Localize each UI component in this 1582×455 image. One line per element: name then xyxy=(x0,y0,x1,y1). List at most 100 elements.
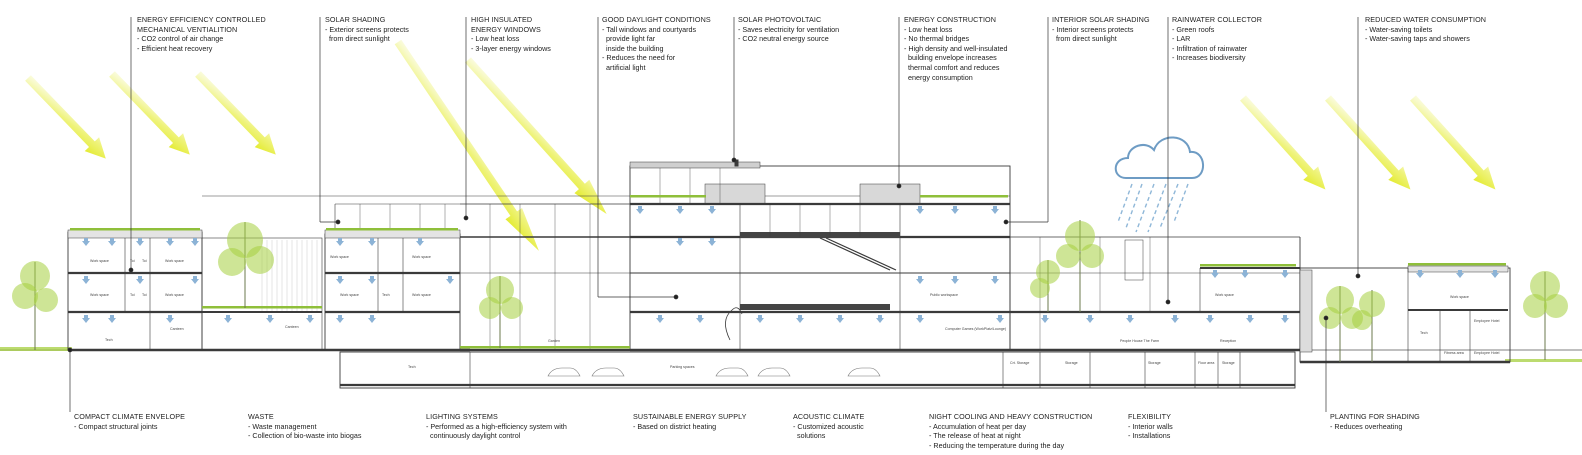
annotation-point: thermal comfort and reduces xyxy=(904,62,1000,72)
sun-ray-arrow xyxy=(1235,91,1333,197)
annotation-point: building envelope increases xyxy=(904,53,997,63)
annotation-title: ENERGY CONSTRUCTION xyxy=(904,15,997,24)
tree-icon xyxy=(1352,290,1385,362)
annotation-energy-windows: HIGH INSULATED ENERGY WINDOWS - Low heat… xyxy=(471,15,551,53)
annotation-point: from direct sunlight xyxy=(1052,34,1117,44)
room-label-public: Public workspace xyxy=(930,293,958,297)
annotation-point: - Interior screens protects xyxy=(1052,24,1134,34)
tree-icon xyxy=(12,261,58,350)
annotation-point: provide light far xyxy=(602,34,656,44)
annotation-title: NIGHT COOLING AND HEAVY CONSTRUCTION xyxy=(929,412,1093,421)
annotation-rainwater: RAINWATER COLLECTOR - Green roofs - LAR … xyxy=(1172,15,1262,63)
annotation-title: PLANTING FOR SHADING xyxy=(1330,412,1420,421)
room-label-storage: Storage xyxy=(1065,361,1078,365)
annotation-point: - Customized acoustic xyxy=(793,421,864,431)
annotation-planting: PLANTING FOR SHADING - Reduces overheati… xyxy=(1330,412,1420,431)
annotation-flexibility: FLEXIBILITY - Interior walls - Installat… xyxy=(1128,412,1173,441)
annotation-title: WASTE xyxy=(248,412,274,421)
sun-ray-arrow xyxy=(1405,91,1503,197)
annotation-point: from direct sunlight xyxy=(325,34,390,44)
annotation-point: - Compact structural joints xyxy=(74,421,158,431)
rain-cloud-icon xyxy=(1114,136,1204,233)
annotation-point: continuously daylight control xyxy=(426,431,521,441)
annotation-point: energy consumption xyxy=(904,72,973,82)
room-label-work: Work space xyxy=(1215,293,1234,297)
annotation-title: SOLAR SHADING xyxy=(325,15,386,24)
annotation-solar-shading: SOLAR SHADING - Exterior screens protect… xyxy=(325,15,409,44)
green-roofs xyxy=(70,195,1506,349)
room-label-parking: Parking spaces xyxy=(670,365,695,369)
annotation-point: - Accumulation of heat per day xyxy=(929,421,1027,431)
annotation-point: - Reduces overheating xyxy=(1330,421,1403,431)
tree-icon xyxy=(1030,260,1060,312)
annotation-energy-supply: SUSTAINABLE ENERGY SUPPLY - Based on dis… xyxy=(633,412,747,431)
annotation-point: - Infiltration of rainwater xyxy=(1172,43,1248,53)
tree-icon xyxy=(218,222,274,308)
room-label-work: Work space xyxy=(340,293,359,297)
room-label-toi: Toi xyxy=(130,259,135,263)
annotation-acoustic: ACOUSTIC CLIMATE - Customized acoustic s… xyxy=(793,412,864,441)
annotation-title: ENERGY WINDOWS xyxy=(471,24,541,34)
annotation-point: - Waste management xyxy=(248,421,317,431)
room-label-work: Work space xyxy=(412,293,431,297)
room-label-people: People House The Farm xyxy=(1120,339,1159,343)
annotation-lighting: LIGHTING SYSTEMS - Performed as a high-e… xyxy=(426,412,567,441)
room-label-ctstorage: Crt. Storage xyxy=(1010,361,1029,365)
annotation-title: GOOD DAYLIGHT CONDITIONS xyxy=(602,15,711,24)
parked-cars xyxy=(547,367,881,377)
annotation-point: - Based on district heating xyxy=(633,421,717,431)
room-label-canteen: Canteen xyxy=(285,325,299,329)
room-label-work: Work space xyxy=(165,293,184,297)
annotation-point: - Water-saving taps and showers xyxy=(1365,34,1470,44)
annotation-point: - Low heat loss xyxy=(904,24,953,34)
annotation-title: REDUCED WATER CONSUMPTION xyxy=(1365,15,1487,24)
annotation-point: - Tall windows and courtyards xyxy=(602,24,697,34)
annotation-title: SUSTAINABLE ENERGY SUPPLY xyxy=(633,412,747,421)
annotation-title: HIGH INSULATED xyxy=(471,15,533,24)
annotation-night-cooling: NIGHT COOLING AND HEAVY CONSTRUCTION - A… xyxy=(929,412,1092,450)
sun-ray-arrow xyxy=(460,53,615,221)
annotation-point: - Increases biodiversity xyxy=(1172,53,1246,63)
room-label-storage: Storage xyxy=(1148,361,1161,365)
annotation-point: - Installations xyxy=(1128,431,1171,441)
annotation-point: - Green roofs xyxy=(1172,24,1215,34)
room-label-work: Work space xyxy=(90,259,109,263)
annotation-waste: WASTE - Waste management - Collection of… xyxy=(248,412,361,441)
room-label-reception: Reception xyxy=(1220,339,1236,343)
annotation-title: FLEXIBILITY xyxy=(1128,412,1172,421)
room-label-toi: Toi xyxy=(130,293,135,297)
room-label-toi: Toi xyxy=(142,259,147,263)
tree-icon xyxy=(479,276,523,348)
annotation-point: - CO2 control of air change xyxy=(137,34,224,44)
annotation-title: COMPACT CLIMATE ENVELOPE xyxy=(74,412,186,421)
annotation-point: - Exterior screens protects xyxy=(325,24,409,34)
annotation-energy-construction: ENERGY CONSTRUCTION - Low heat loss - No… xyxy=(904,15,1007,82)
building-section xyxy=(67,159,1511,389)
annotation-point: - Performed as a high-efficiency system … xyxy=(426,421,567,431)
annotation-daylight: GOOD DAYLIGHT CONDITIONS - Tall windows … xyxy=(602,15,711,73)
room-label-toi: Toi xyxy=(142,293,147,297)
annotation-point: - Saves electricity for ventilation xyxy=(738,24,840,34)
annotation-title: ENERGY EFFICIENCY CONTROLLED xyxy=(137,15,266,24)
tree-icon xyxy=(1523,271,1568,360)
annotation-mechanical-ventilation: ENERGY EFFICIENCY CONTROLLED MECHANICAL … xyxy=(137,15,266,53)
room-labels: Work space Toi Toi Work space Work space… xyxy=(90,255,1500,369)
trees xyxy=(12,220,1568,362)
annotation-point: - CO2 neutral energy source xyxy=(738,34,829,44)
annotation-point: - Reduces the need for xyxy=(602,53,676,63)
leader-lines xyxy=(67,17,1361,412)
annotation-point: - No thermal bridges xyxy=(904,34,970,44)
annotation-title: SOLAR PHOTOVOLTAIC xyxy=(738,15,822,24)
room-label-canteen: Canteen xyxy=(170,327,184,331)
sun-ray-arrow xyxy=(190,67,283,162)
room-label-work: Work space xyxy=(90,293,109,297)
annotation-title: INTERIOR SOLAR SHADING xyxy=(1052,15,1150,24)
room-label-floor: Floor area xyxy=(1198,361,1214,365)
annotation-point: - Interior walls xyxy=(1128,421,1173,431)
room-label-tech: Tech xyxy=(105,338,113,342)
room-label-work: Work space xyxy=(412,255,431,259)
tree-icon xyxy=(1056,220,1104,312)
sun-ray-arrow xyxy=(104,67,197,162)
